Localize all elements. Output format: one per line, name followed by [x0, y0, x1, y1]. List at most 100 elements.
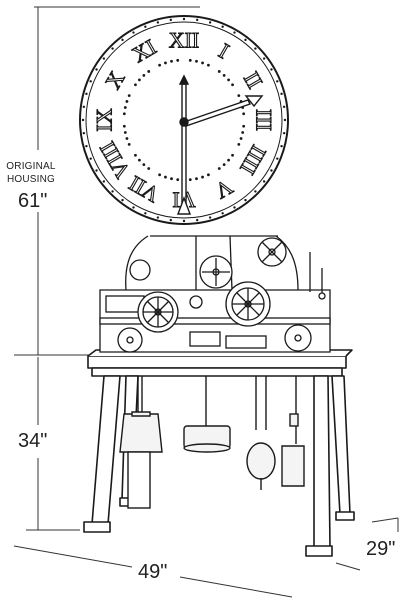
minute-dot [123, 106, 127, 109]
rim-rivet [282, 131, 286, 135]
clock-numeral: XII [169, 28, 200, 53]
rim-rivet [262, 180, 266, 183]
weight-bucket [119, 413, 163, 453]
rim-rivet [233, 206, 236, 209]
rim-rivet [270, 169, 273, 172]
rim-rivet [121, 38, 124, 42]
pendulum-bob [246, 442, 276, 480]
rim-rivet [244, 198, 247, 202]
housing-label-line1: ORIGINAL [6, 161, 56, 172]
minute-dot [138, 78, 141, 82]
gear-upper-right [257, 237, 287, 267]
rim-rivet [280, 92, 283, 96]
minute-dot [217, 167, 221, 170]
clock-hands [176, 74, 264, 215]
minute-dot [217, 70, 221, 73]
rim-rivet [283, 118, 287, 122]
leg-front-right [313, 375, 331, 549]
rim-rivet [169, 18, 173, 22]
minute-dot [170, 177, 173, 181]
minute-dot [134, 83, 137, 87]
minute-dot [134, 153, 137, 157]
minute-dot [142, 74, 146, 77]
minute-dot [195, 177, 198, 181]
minute-dot [158, 173, 161, 177]
minute-dot [176, 58, 180, 62]
gear-left [137, 291, 179, 333]
rim-rivet [221, 25, 224, 28]
rim-rivet [276, 157, 279, 160]
rim-rivet [144, 212, 147, 215]
minute-dot [195, 59, 198, 63]
minute-dot [164, 175, 167, 179]
minute-dot [147, 70, 151, 73]
depth-label: 29" [366, 538, 396, 560]
rim-rivet [102, 57, 106, 60]
rim-rivet [82, 105, 86, 109]
rim-rivet [102, 180, 106, 183]
minute-dot [239, 137, 243, 140]
rim-rivet [208, 21, 212, 24]
rim-rivet [144, 25, 147, 28]
minute-dot [227, 78, 230, 82]
clock-numeral: III [252, 109, 277, 131]
minute-dot [123, 131, 127, 134]
gear-right [225, 281, 271, 327]
minute-dot [164, 61, 167, 65]
minute-dot [147, 167, 151, 170]
minute-dot [227, 158, 230, 162]
minute-dot [176, 178, 180, 182]
depth-line-lower [335, 562, 361, 571]
rim-rivet [221, 212, 224, 215]
clock-numeral: IX [92, 108, 117, 131]
housing-label-line2: HOUSING [6, 174, 56, 185]
minute-dot [201, 175, 204, 179]
minute-dot [127, 143, 131, 146]
rim-rivets [81, 17, 287, 223]
gear-lower-left [117, 327, 143, 353]
minute-dot [241, 131, 245, 134]
gear-center [199, 255, 233, 289]
minute-dot [237, 143, 241, 146]
minute-dot [125, 137, 129, 140]
housing-height-label: 61" [18, 190, 48, 212]
minute-dot [242, 124, 246, 128]
rim-rivet [244, 38, 247, 42]
minute-dot [237, 94, 241, 97]
stand-height-label: 34" [18, 430, 48, 452]
rim-rivet [121, 198, 124, 202]
rim-rivet [156, 216, 160, 219]
foot-front-right [305, 545, 333, 557]
minute-dot [188, 178, 192, 182]
rim-rivet [276, 80, 279, 83]
clock: XIIIIIIIIIIIIVVIVIIVIIIIXXXI [79, 15, 289, 225]
rim-rivet [111, 190, 114, 193]
minute-dot [158, 63, 161, 67]
rim-rivet [169, 218, 173, 222]
rim-rivet [270, 68, 273, 71]
rim-rivet [132, 206, 135, 209]
rim-rivet [81, 118, 85, 122]
rim-rivet [182, 219, 186, 223]
rim-rivet [85, 92, 88, 96]
table-top [87, 355, 347, 369]
rim-rivet [282, 105, 286, 109]
minute-dot [125, 100, 129, 103]
rim-rivet [280, 144, 283, 148]
minute-dot [207, 63, 210, 67]
minute-hand [181, 83, 187, 213]
rim-rivet [262, 57, 266, 60]
minute-dots [122, 58, 246, 182]
minute-dot [231, 83, 234, 87]
minute-dot [222, 74, 226, 77]
rim-rivet [95, 169, 98, 172]
leg-back-right [331, 375, 351, 515]
weight-stack-left [127, 451, 151, 509]
rim-rivet [111, 47, 114, 50]
gear-lower-right [284, 324, 312, 352]
minute-dot [231, 153, 234, 157]
rim-rivet [89, 80, 92, 83]
width-label: 49" [138, 561, 168, 583]
